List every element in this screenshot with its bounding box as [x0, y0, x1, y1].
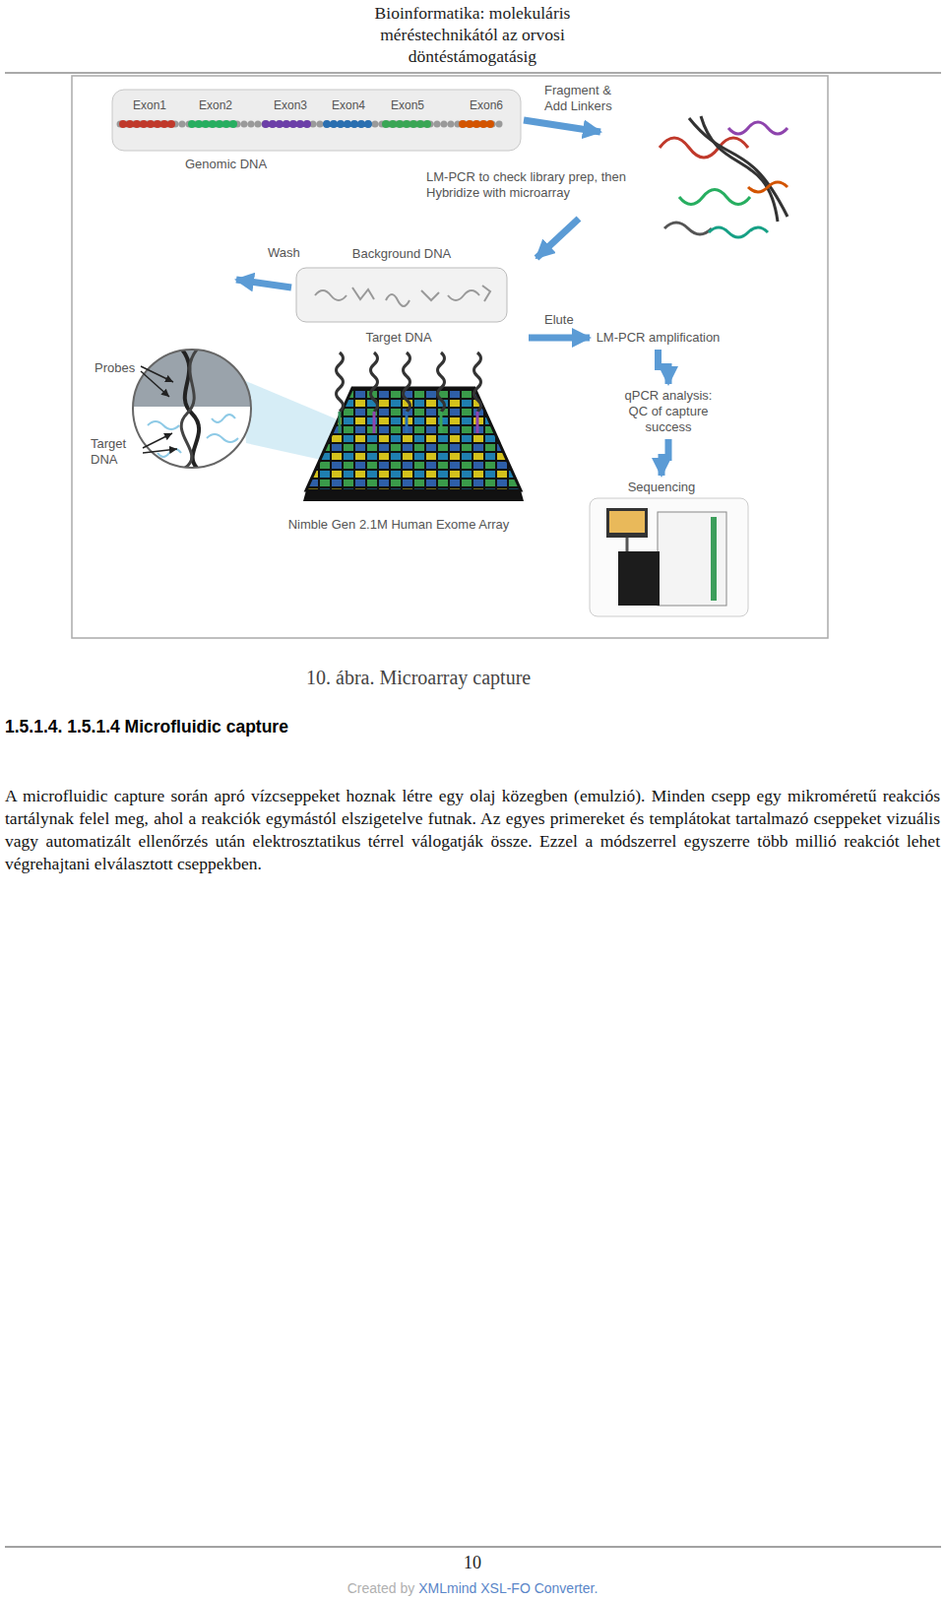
- lens-rim: [132, 349, 252, 468]
- genomic-dna-box: Genomic DNA: [112, 89, 521, 175]
- dna-squiggle: [421, 290, 440, 301]
- sequencer-picture: [589, 498, 749, 617]
- callout-label: Target DNA: [90, 436, 140, 468]
- body-paragraph: A microfluidic capture során apró vízcse…: [4, 784, 941, 876]
- footer-credit: Created by: [347, 1579, 415, 1596]
- footer-rule: [4, 1546, 942, 1548]
- genomic-box-outline: [112, 89, 521, 151]
- process-step: Sequencing: [624, 478, 699, 497]
- intron-dots: [120, 121, 504, 128]
- probe-stem: [338, 411, 342, 434]
- node-text: Background DNA: [352, 246, 451, 262]
- exon-dots: [123, 120, 173, 128]
- process-arrow: [661, 439, 669, 476]
- dna-squiggle: [482, 285, 491, 302]
- leader-line: [142, 433, 173, 448]
- probe-stem: [405, 411, 409, 434]
- exon-dots: [191, 120, 237, 128]
- leader-line: [142, 448, 178, 453]
- target-helix: [182, 349, 199, 468]
- microarray-chip: [303, 352, 524, 502]
- exon-dots: [462, 120, 498, 128]
- node-text: qPCR analysis: QC of capture success: [615, 387, 722, 436]
- fragment: [679, 189, 751, 205]
- node-text: LM-PCR amplification: [595, 329, 721, 346]
- node-text: Sequencing: [627, 479, 696, 496]
- fragment: [708, 227, 768, 238]
- sequencer-stripe: [710, 516, 717, 601]
- sequencer-body: [657, 511, 727, 606]
- process-arrow: [523, 120, 601, 132]
- probe-strand: [211, 414, 236, 423]
- fragment: [728, 122, 788, 134]
- probe-stem: [373, 411, 377, 434]
- exome-array: Target DNA Nimble Gen 2.1M Human Exome Ar…: [271, 328, 526, 534]
- process-arrow: [536, 218, 579, 258]
- background-dna-box: Background DNA: [296, 246, 507, 323]
- header-rule: [4, 72, 942, 74]
- process-step: qPCR analysis: QC of capture success: [612, 386, 725, 437]
- sequencer-panel: [618, 551, 660, 606]
- step-label: LM-PCR to check library prep, then Hybri…: [426, 169, 631, 201]
- exon-dots: [265, 120, 311, 128]
- chip-grid: [306, 387, 521, 491]
- page-number: 10: [0, 1551, 945, 1574]
- dna-squiggle: [447, 290, 480, 301]
- footer-link: XMLmind XSL-FO Converter.: [418, 1579, 598, 1596]
- exon-label: Exon5: [390, 97, 425, 114]
- node-text: Genomic DNA: [185, 156, 267, 173]
- node-text: Nimble Gen 2.1M Human Exome Array: [288, 516, 510, 533]
- genomic-dna-strip: [112, 89, 521, 151]
- exon-label: Exon3: [273, 97, 308, 114]
- figure-frame: [71, 75, 828, 638]
- probe-strand: [147, 421, 180, 430]
- callout-label: Probes: [94, 360, 135, 377]
- monitor-stand: [626, 537, 630, 552]
- exon-label: Exon2: [198, 97, 233, 114]
- target-strand: [403, 352, 411, 412]
- dna-squiggle: [385, 294, 410, 307]
- exon-label: Exon6: [469, 97, 504, 114]
- leader-line: [140, 366, 174, 382]
- target-strand: [336, 352, 344, 412]
- target-strand: [474, 352, 482, 412]
- fragment: [748, 182, 788, 192]
- step-label: Fragment & Add Linkers: [544, 82, 635, 115]
- picture-frame: [589, 498, 749, 617]
- leader-line: [140, 371, 170, 397]
- node-text: Target DNA: [365, 329, 432, 346]
- probe-stem: [440, 411, 443, 434]
- footer-line: Created byXMLmind XSL-FO Converter.: [0, 1578, 945, 1597]
- dna-squiggle: [352, 287, 375, 300]
- exon-label: Exon1: [132, 97, 167, 114]
- probe-strand: [206, 434, 239, 442]
- figure-caption: 10. ábra. Microarray capture: [306, 666, 531, 690]
- process-arrow: [658, 349, 670, 384]
- exon-dots: [326, 120, 370, 128]
- chip-edge: [303, 490, 524, 502]
- background-dna: [296, 267, 507, 322]
- target-strand: [438, 352, 445, 412]
- process-arrow: [528, 334, 590, 342]
- lens-ground: [132, 349, 252, 468]
- exon-dots: [385, 120, 434, 128]
- step-label: Wash: [267, 245, 301, 261]
- edge-label: Elute: [542, 312, 576, 328]
- dna-fragments: [659, 116, 788, 238]
- process-step: LM-PCR amplification: [592, 328, 724, 347]
- target-helix: [181, 349, 197, 468]
- fragment: [700, 116, 778, 222]
- probe-stem: [476, 411, 480, 434]
- wash-arrow: [236, 279, 292, 288]
- background-box-outline: [296, 267, 507, 322]
- target-strand: [371, 352, 378, 412]
- dna-squiggle: [315, 290, 347, 301]
- exon-label: Exon4: [331, 97, 366, 114]
- fragment: [664, 222, 712, 235]
- magnifier: [132, 349, 252, 468]
- monitor: [606, 507, 648, 538]
- running-header: Bioinformatika: molekuláris méréstechnik…: [344, 1, 601, 67]
- monitor-screen: [609, 510, 645, 533]
- section-heading: 1.5.1.4. 1.5.1.4 Microfluidic capture: [4, 715, 289, 738]
